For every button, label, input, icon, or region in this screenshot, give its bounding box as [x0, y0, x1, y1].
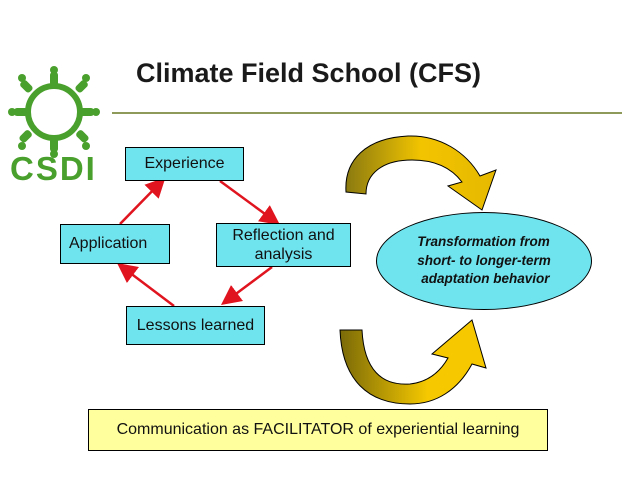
application-label: Application [69, 235, 148, 253]
transformation-ellipse: Transformation from short- to longer-ter… [376, 212, 592, 310]
reflection-label-line1: Reflection and [232, 226, 335, 244]
transformation-line3: adaptation behavior [421, 271, 550, 287]
facilitator-text: Communication as FACILITATOR of experien… [116, 421, 520, 438]
arrow-lessons-to-application [117, 262, 175, 307]
slide-title: Climate Field School (CFS) [136, 58, 482, 88]
transformation-line2: short- to longer-term [417, 252, 551, 268]
lessons-box: Lessons learned [126, 306, 265, 345]
lessons-label: Lessons learned [136, 316, 255, 334]
application-box: Application [60, 224, 170, 264]
csdi-logo-icon [8, 66, 100, 158]
arrow-experience-to-reflection [219, 179, 281, 225]
logo-text: CSDI [10, 150, 97, 187]
title-underline [112, 112, 622, 114]
experience-label: Experience [144, 155, 225, 173]
curved-arrow-top [345, 135, 497, 211]
reflection-label-line2: analysis [254, 246, 313, 263]
arrow-reflection-to-lessons [220, 265, 273, 305]
experience-box: Experience [125, 147, 244, 181]
facilitator-banner: Communication as FACILITATOR of experien… [88, 409, 548, 451]
reflection-box: Reflection and analysis [216, 223, 351, 267]
transformation-line1: Transformation from [417, 234, 550, 250]
curved-arrow-bottom [339, 319, 487, 405]
arrow-application-to-experience [119, 177, 166, 225]
